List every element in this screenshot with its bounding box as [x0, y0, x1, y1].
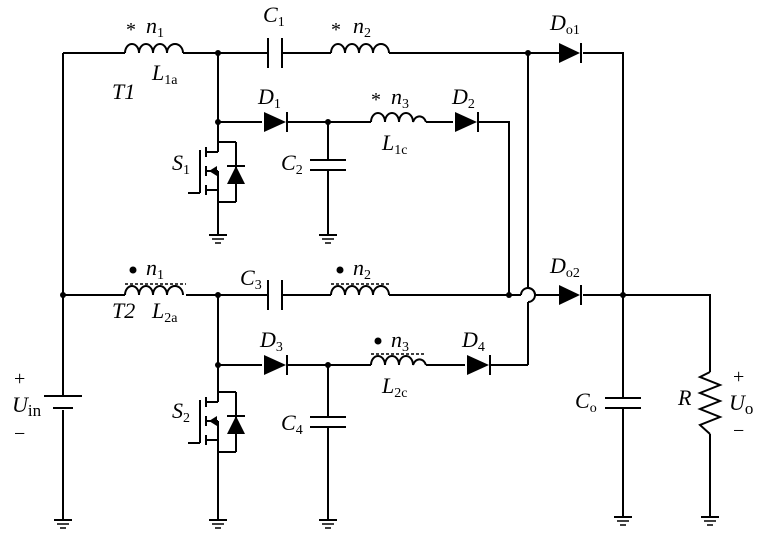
label-l2c: L2c	[381, 373, 407, 401]
label-n2-top: n2	[353, 13, 371, 41]
star-n3-top: *	[371, 89, 381, 111]
capacitor-c1	[268, 38, 282, 68]
label-s1: S1	[172, 150, 190, 178]
diode-do1	[555, 43, 581, 63]
ground-co	[614, 517, 632, 525]
wire-crossover-bottom	[521, 288, 535, 295]
label-n2-bottom: n2	[353, 255, 371, 283]
label-t2: T2	[112, 298, 135, 323]
label-s2: S2	[172, 398, 190, 426]
mosfet-s2	[188, 365, 245, 520]
label-co: Co	[575, 388, 597, 416]
label-c4: C4	[281, 410, 303, 438]
diode-d4	[467, 355, 490, 375]
co-gap	[618, 399, 628, 407]
label-do2: Do2	[549, 253, 580, 281]
star-n2-top: *	[331, 19, 341, 41]
polarity-dot-n3	[375, 338, 382, 345]
label-uo: Uo	[729, 390, 753, 418]
diode-d2	[455, 112, 478, 132]
capacitor-c4	[310, 417, 346, 427]
label-n1-bottom: n1	[146, 255, 164, 283]
uin-minus: −	[14, 423, 25, 445]
label-do1: Do1	[549, 10, 580, 38]
label-c3: C3	[240, 265, 262, 293]
label-n3-top: n3	[391, 84, 409, 112]
label-c1: C1	[263, 2, 285, 30]
label-d3: D3	[259, 327, 283, 355]
label-d2: D2	[451, 84, 475, 112]
diode-do2	[557, 285, 581, 305]
label-uin: Uin	[12, 392, 42, 420]
inductor-l1a	[125, 44, 183, 53]
inductor-n2-bottom	[331, 286, 389, 295]
dc-source-uin	[44, 388, 82, 408]
diode-d3	[264, 355, 287, 375]
uo-plus: +	[733, 366, 744, 388]
label-n1-top: n1	[146, 13, 164, 41]
polarity-dot-n1	[130, 267, 137, 274]
polarity-dot-n2	[337, 267, 344, 274]
label-d4: D4	[461, 327, 485, 355]
ground-c2	[319, 235, 337, 243]
label-d1: D1	[257, 84, 281, 112]
label-n3-bottom: n3	[391, 327, 409, 355]
diode-d1	[264, 112, 287, 132]
label-l2a: L2a	[151, 298, 178, 326]
inductor-l2c	[371, 356, 426, 365]
ground-s2	[209, 520, 227, 528]
ground-r	[701, 517, 719, 525]
label-r: R	[677, 385, 692, 410]
capacitor-c3	[268, 280, 282, 310]
ground-uin	[54, 520, 72, 528]
ground-c4	[319, 520, 337, 528]
mosfet-s1	[188, 122, 245, 235]
label-l1a: L1a	[151, 60, 178, 88]
star-n1-top: *	[126, 19, 136, 41]
label-c2: C2	[281, 150, 303, 178]
top-wiring	[63, 53, 623, 517]
ground-s1	[209, 235, 227, 243]
label-l1c: L1c	[381, 130, 407, 158]
inductor-l1c	[371, 113, 426, 122]
resistor-r	[700, 372, 720, 434]
uo-minus: −	[733, 420, 744, 442]
label-t1: T1	[112, 79, 135, 104]
uin-plus: +	[14, 368, 25, 390]
inductor-l2a	[125, 286, 183, 295]
junction-dots	[60, 50, 626, 368]
inductor-n2-top	[331, 44, 389, 53]
capacitor-c2	[310, 160, 346, 170]
